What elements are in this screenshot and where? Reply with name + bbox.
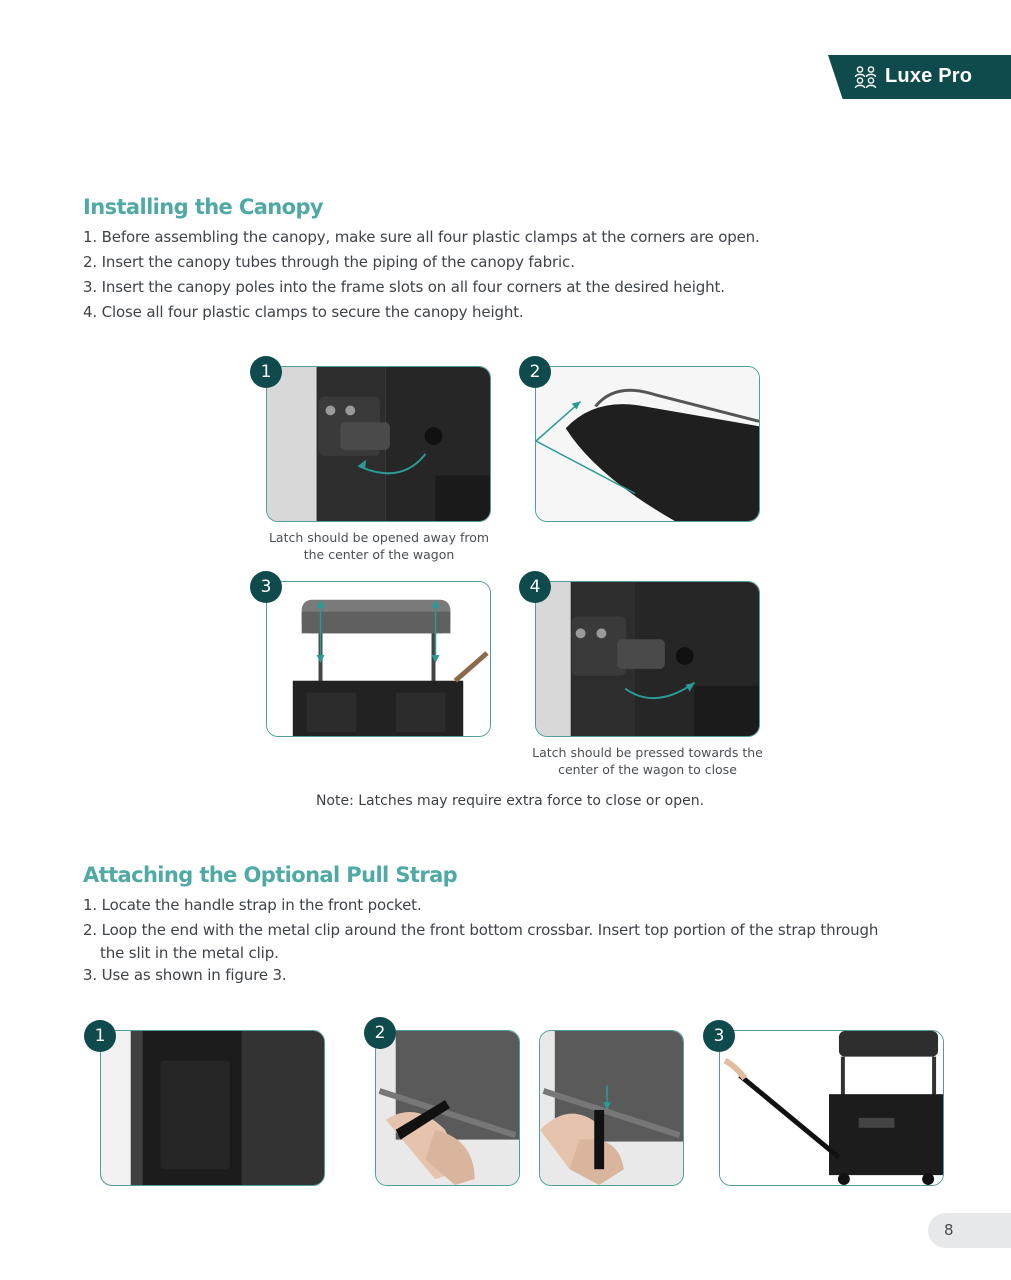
brand-name: Luxe Pro	[885, 65, 973, 87]
list-item: 3. Insert the canopy poles into the fram…	[83, 278, 725, 296]
pull-strap-section-title: Attaching the Optional Pull Strap	[83, 863, 458, 887]
figure-number-badge: 1	[84, 1020, 116, 1052]
pull-strap-steps: 1. Locate the handle strap in the front …	[83, 893, 878, 988]
list-item: 2. Insert the canopy tubes through the p…	[83, 253, 575, 271]
figure-number-badge: 4	[519, 571, 551, 603]
figure-number-badge: 2	[364, 1017, 396, 1049]
strap-figure-3-photo	[719, 1030, 944, 1186]
canopy-figure-4-photo	[535, 581, 760, 737]
figure-caption: Latch should be pressed towards the cent…	[532, 745, 763, 777]
list-item: 2. Loop the end with the metal clip arou…	[83, 921, 879, 939]
list-item-continuation: the slit in the metal clip.	[100, 944, 279, 962]
strap-figure-2a-photo	[375, 1030, 520, 1186]
canopy-figure-3-photo	[266, 581, 491, 737]
page-number: 8	[944, 1221, 954, 1239]
latch-note: Note: Latches may require extra force to…	[315, 793, 705, 809]
figure-number-badge: 3	[703, 1020, 735, 1052]
figure-number-badge: 3	[250, 571, 282, 603]
canopy-section-title: Installing the Canopy	[83, 195, 324, 219]
page-number-tab: 8	[928, 1213, 1011, 1248]
list-item: 3. Use as shown in figure 3.	[83, 966, 287, 984]
figure-caption: Latch should be opened away from the cen…	[268, 530, 490, 562]
product-badge: Luxe Pro	[828, 55, 1011, 99]
figure-number-badge: 1	[250, 356, 282, 388]
strap-figure-1-photo	[100, 1030, 325, 1186]
list-item: 4. Close all four plastic clamps to secu…	[83, 303, 524, 321]
canopy-steps: 1. Before assembling the canopy, make su…	[83, 225, 760, 325]
canopy-figure-1-photo	[266, 366, 491, 522]
strap-figure-2b-photo	[539, 1030, 684, 1186]
list-item: 1. Before assembling the canopy, make su…	[83, 228, 760, 246]
figure-number-badge: 2	[519, 356, 551, 388]
list-item: 1. Locate the handle strap in the front …	[83, 896, 422, 914]
canopy-figure-2-photo	[535, 366, 760, 522]
people-group-icon	[854, 66, 877, 89]
